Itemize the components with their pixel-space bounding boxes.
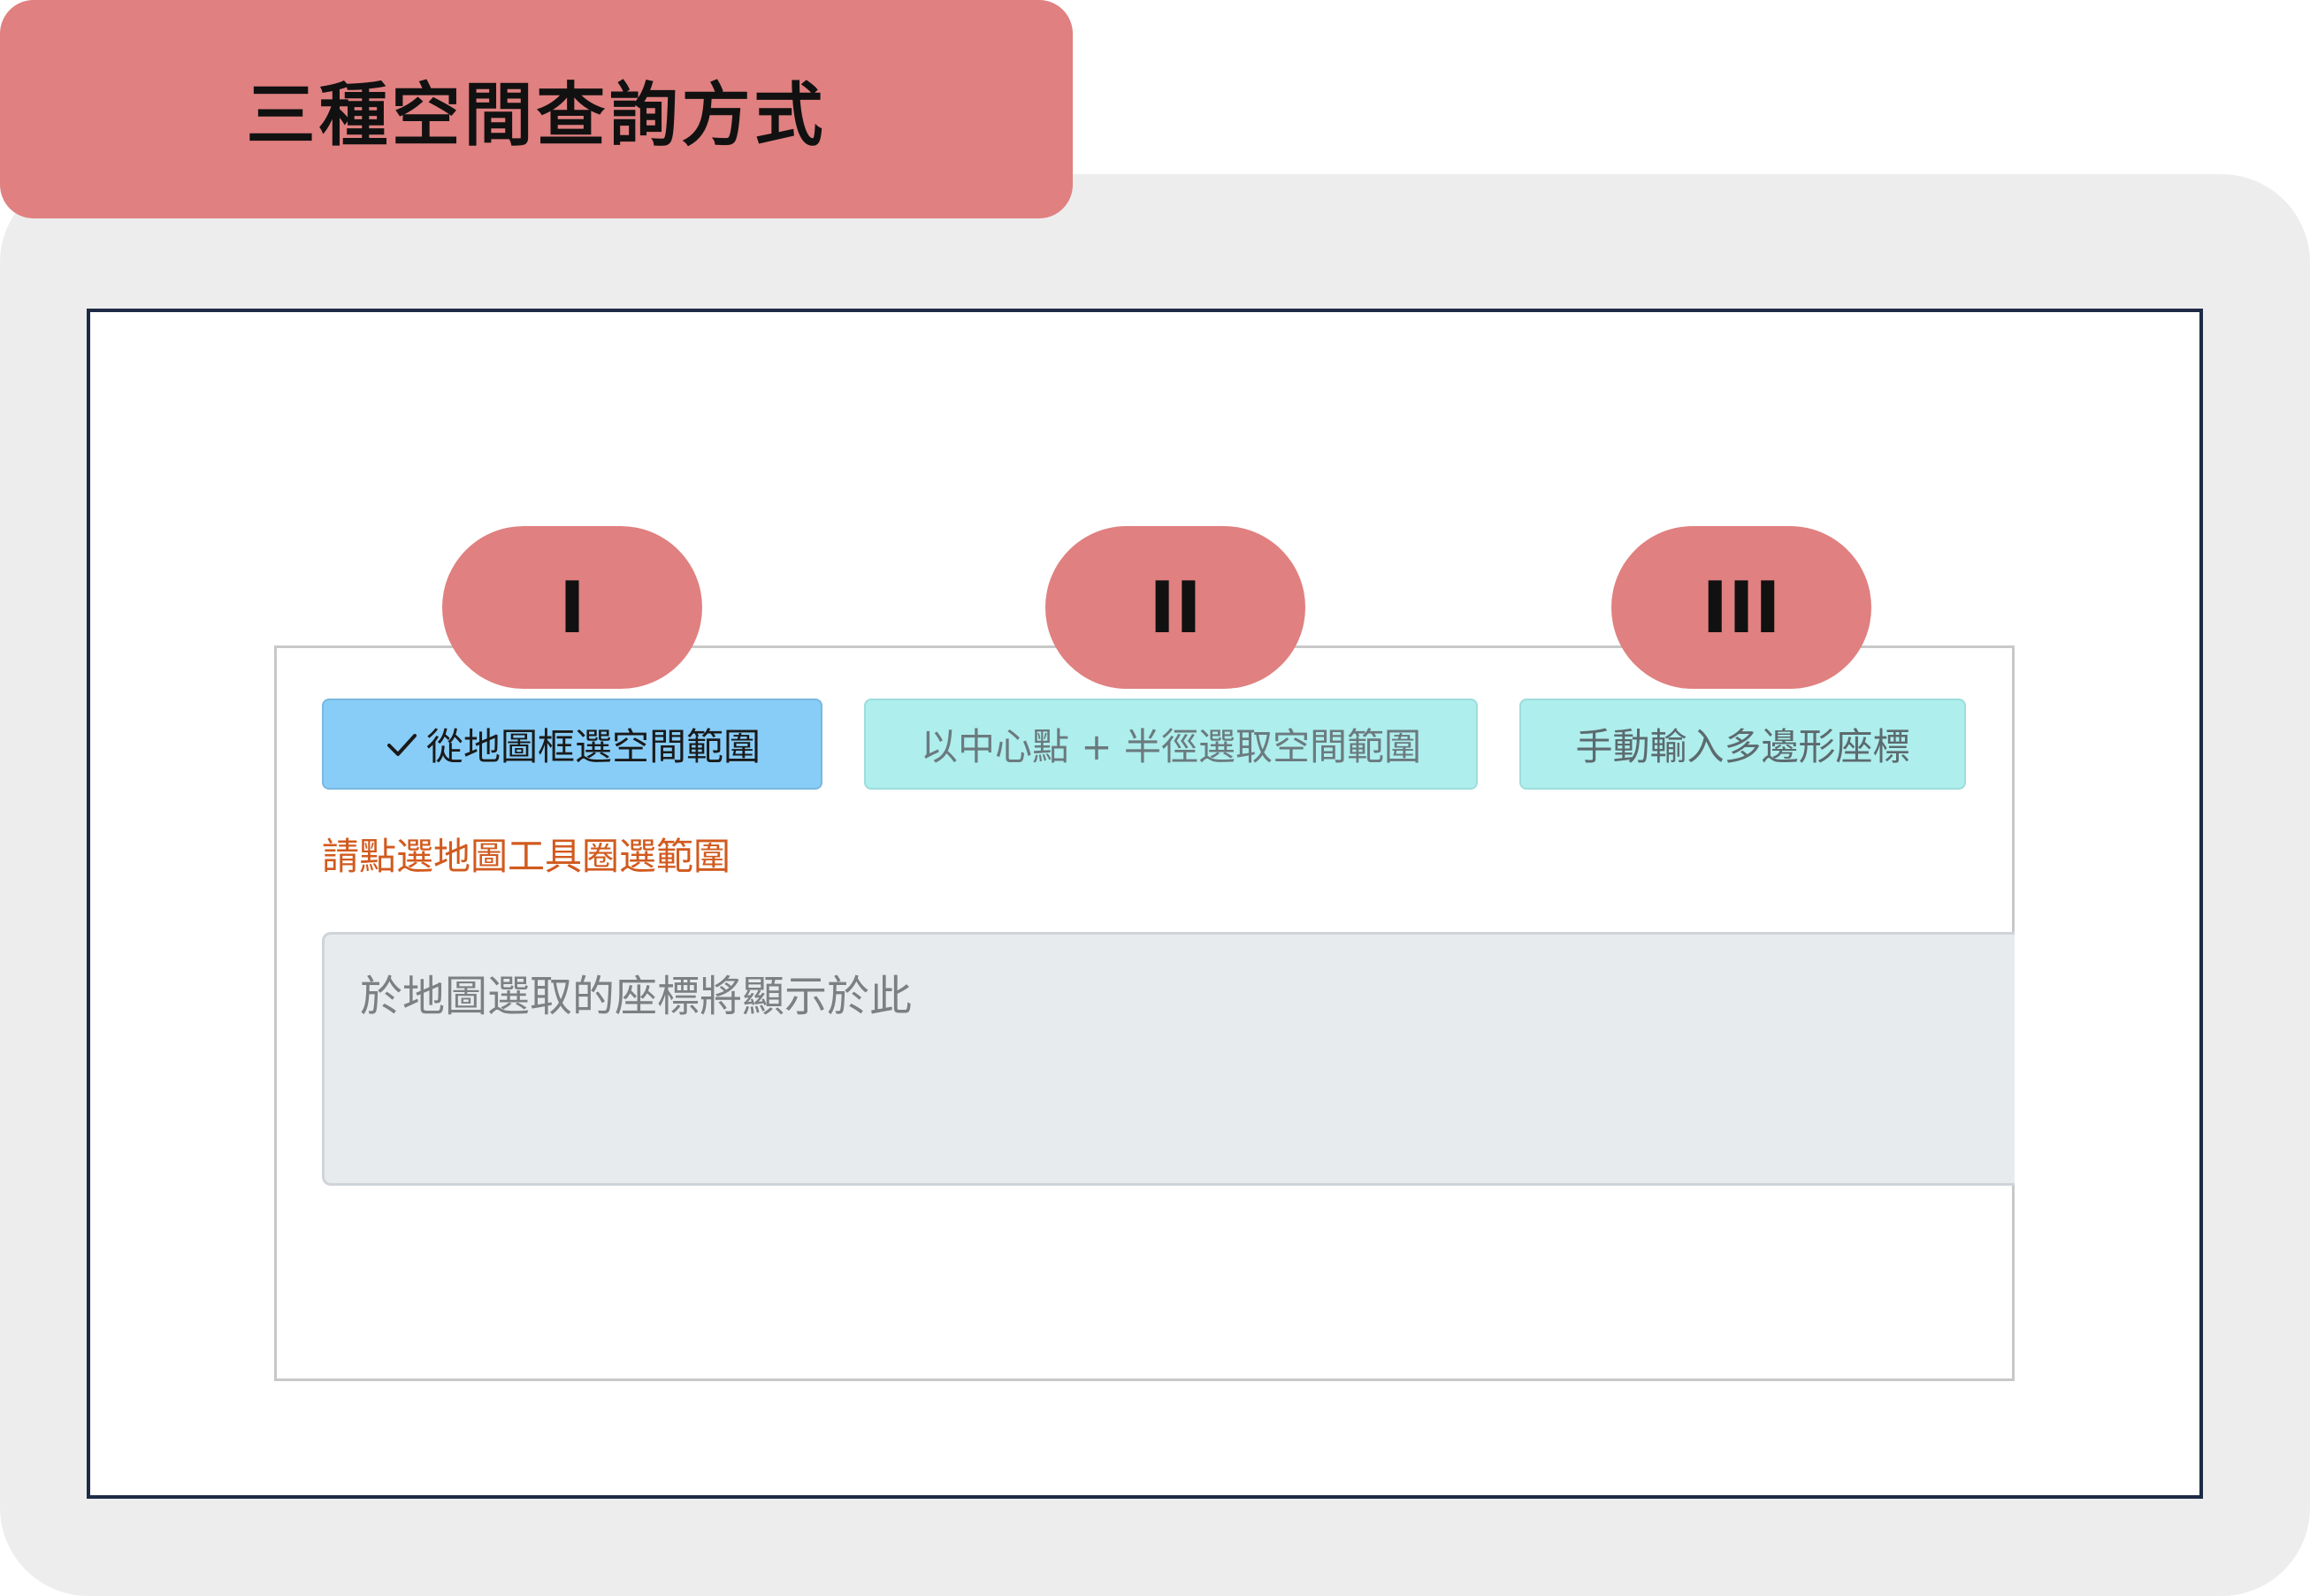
polygon-input-button[interactable]: 手動輸入多邊形座標 bbox=[1519, 699, 1966, 790]
slide-title: 三種空間查詢方式 bbox=[246, 75, 827, 156]
polygon-input-label: 手動輸入多邊形座標 bbox=[1575, 725, 1910, 768]
box-select-button[interactable]: 從地圖框選空間範圍 bbox=[322, 699, 822, 790]
title-tab: 三種空間查詢方式 bbox=[0, 0, 1073, 218]
instruction-hint: 請點選地圖工具圈選範圍 bbox=[322, 835, 731, 878]
radius-select-label: 以中心點 + 半徑選取空間範圍 bbox=[921, 725, 1421, 768]
checkmark-icon bbox=[386, 733, 417, 756]
box-select-label: 從地圖框選空間範圍 bbox=[425, 725, 761, 768]
radius-select-button[interactable]: 以中心點 + 半徑選取空間範圍 bbox=[864, 699, 1478, 790]
badge-mode-3: III bbox=[1611, 526, 1871, 689]
coordinates-textarea[interactable] bbox=[322, 932, 2015, 1186]
badge-mode-2: II bbox=[1045, 526, 1305, 689]
badge-mode-1: I bbox=[442, 526, 702, 689]
